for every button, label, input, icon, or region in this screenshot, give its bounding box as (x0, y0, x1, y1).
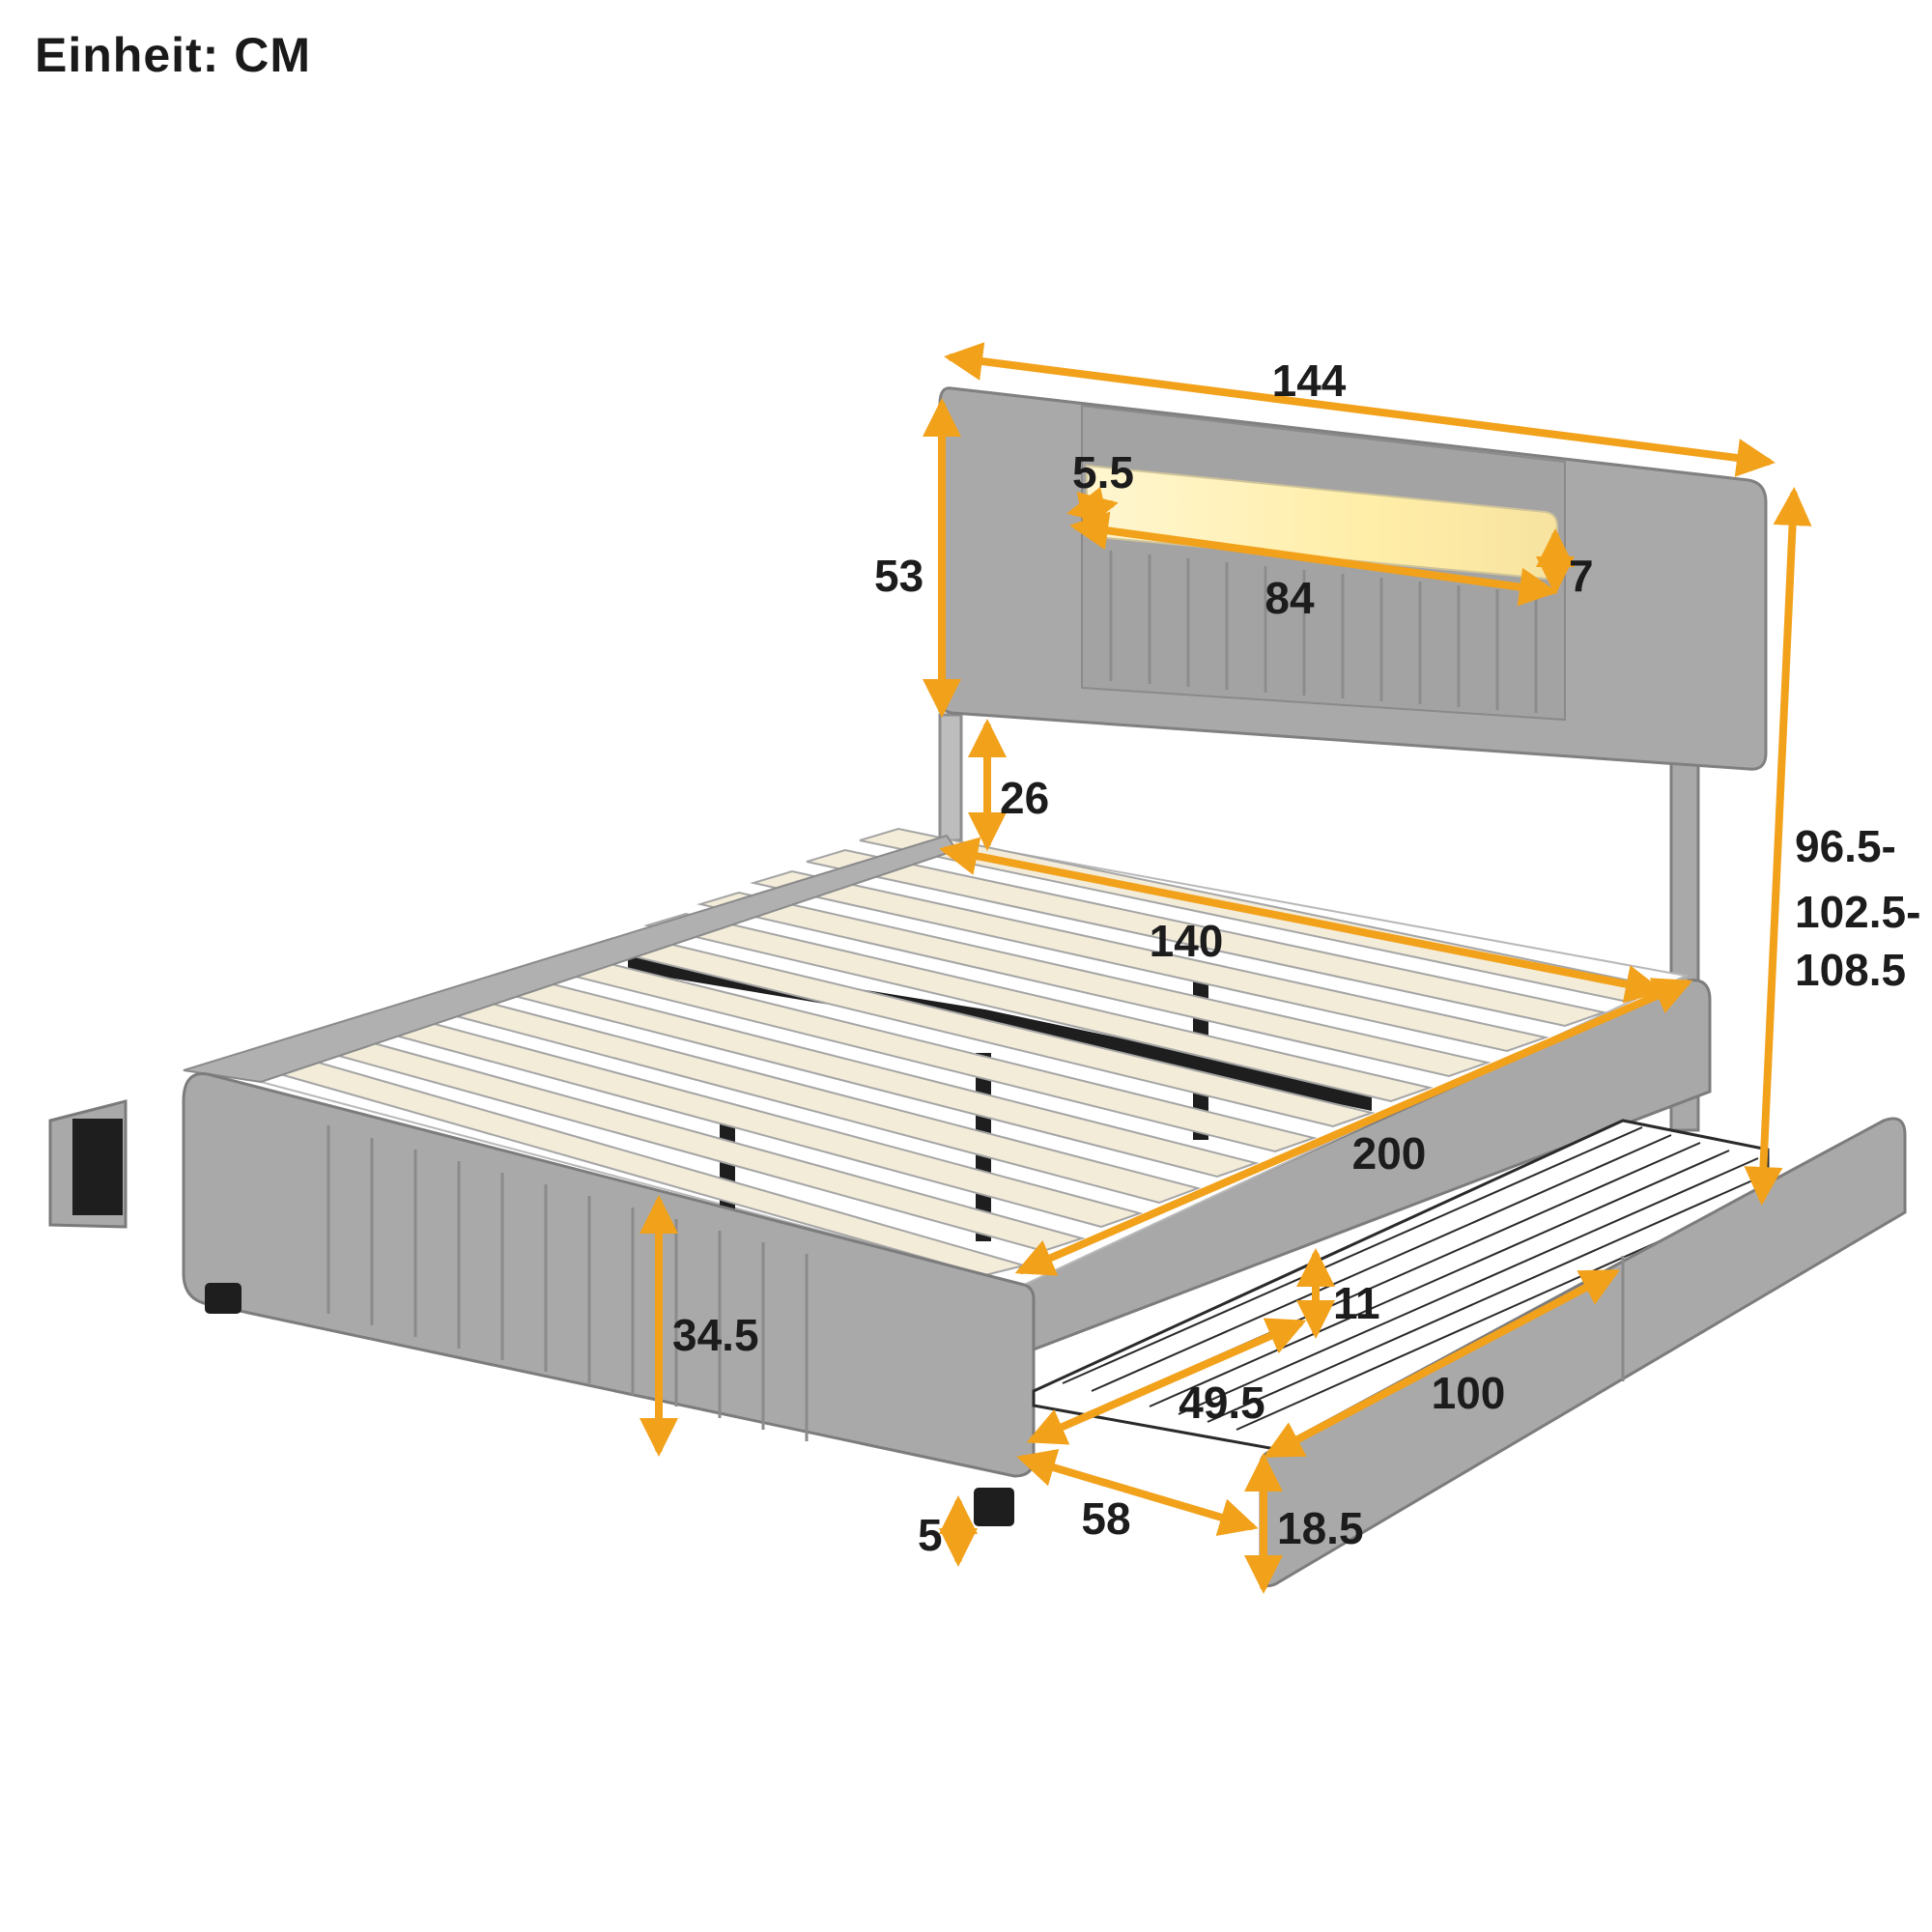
arrow-inner-length (1014, 978, 1693, 1276)
arrow-drawer-width (1026, 1318, 1307, 1445)
dimension-arrows (639, 342, 1812, 1594)
label-total-height-line3: 108.5 (1795, 945, 1906, 995)
unit-label: Einheit: CM (35, 28, 311, 82)
label-drawer-height: 18.5 (1277, 1503, 1364, 1553)
footboard-channels (327, 1125, 809, 1441)
label-light-strip-height: 5.5 (1072, 447, 1134, 497)
label-leg-height: 5 (918, 1510, 943, 1560)
label-total-height-line1: 96.5- (1795, 821, 1896, 871)
arrow-inner-width (939, 837, 1664, 1004)
arrow-light-strip-length (1069, 511, 1558, 607)
label-headboard-clearance: 26 (1000, 773, 1049, 823)
label-inner-width: 140 (1150, 916, 1224, 966)
drawer-left-interior (72, 1119, 123, 1215)
label-side-rail-height: 34.5 (672, 1310, 759, 1360)
arrow-drawer-length (1263, 1269, 1621, 1458)
arrow-light-strip-height (1066, 486, 1119, 530)
headboard-post-left (938, 713, 963, 842)
arrow-overall-width (944, 342, 1776, 477)
footboard (182, 1072, 1036, 1478)
label-inner-length: 200 (1352, 1128, 1427, 1179)
label-drawer-width: 49.5 (1179, 1378, 1265, 1428)
label-drawer-length: 100 (1432, 1368, 1506, 1418)
arrow-drawer-depth (1016, 1448, 1259, 1537)
label-drawer-inner-height: 11 (1333, 1278, 1380, 1328)
label-headboard-height: 53 (874, 551, 923, 601)
label-light-strip-depth: 7 (1569, 551, 1594, 601)
label-overall-width: 144 (1272, 355, 1347, 406)
bed-foot-left (205, 1283, 242, 1314)
bed-foot-front (974, 1488, 1014, 1526)
label-light-strip-length: 84 (1264, 573, 1315, 623)
arrow-total-height (1744, 487, 1812, 1206)
dimension-labels: 144 5.5 84 7 53 26 96.5- 102.5- 108.5 14… (672, 355, 1920, 1560)
label-total-height-line2: 102.5- (1795, 887, 1920, 937)
label-drawer-depth: 58 (1081, 1493, 1130, 1544)
